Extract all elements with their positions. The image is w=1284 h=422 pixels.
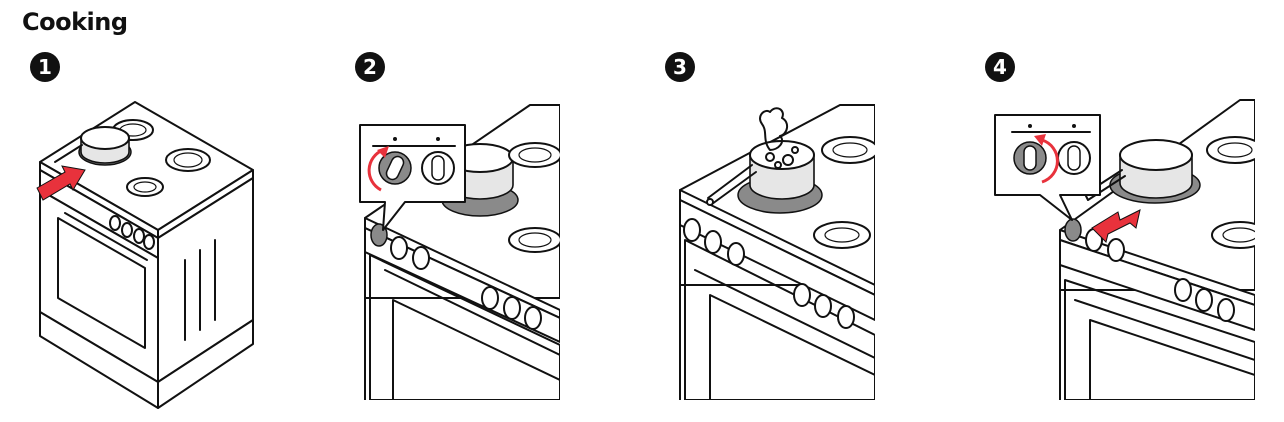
step-1-badge: 1 bbox=[30, 52, 60, 82]
step-2-badge: 2 bbox=[355, 52, 385, 82]
step-4-badge: 4 bbox=[985, 52, 1015, 82]
step-3-badge: 3 bbox=[665, 52, 695, 82]
page-title: Cooking bbox=[22, 8, 128, 36]
step-2-illustration bbox=[359, 104, 560, 400]
step-4-illustration bbox=[994, 99, 1255, 400]
step-3-illustration bbox=[679, 104, 875, 400]
step-1-illustration bbox=[36, 101, 254, 409]
